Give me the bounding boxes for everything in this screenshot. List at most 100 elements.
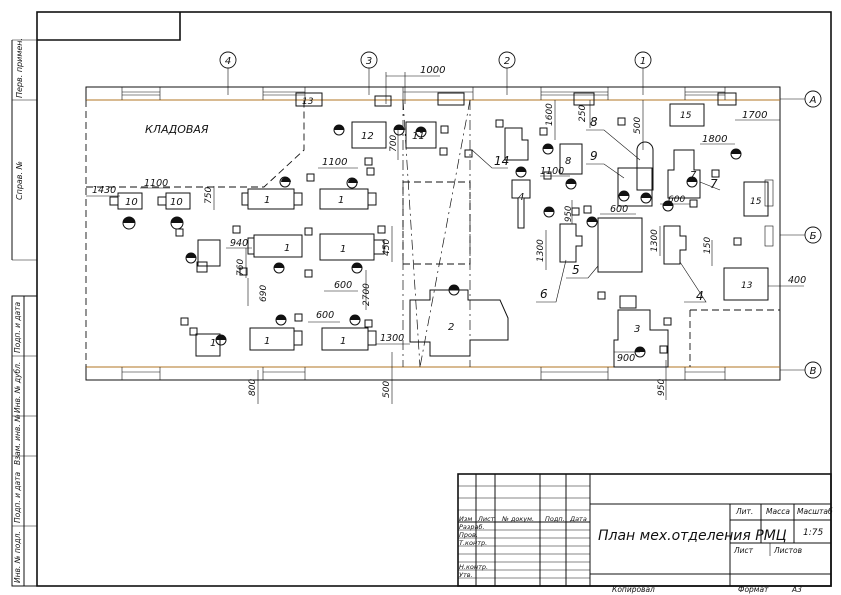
dim-690: 690 bbox=[259, 285, 269, 302]
machine-label-1-e: 1 bbox=[210, 338, 216, 349]
tb-scale-value: 1:75 bbox=[803, 528, 823, 538]
tb-copied: Копировал bbox=[612, 585, 655, 594]
axis-label-v: В bbox=[810, 366, 817, 377]
machine-1-f: 1 bbox=[249, 314, 303, 351]
machine-label-1-f: 1 bbox=[264, 336, 270, 347]
dim-450: 450 bbox=[382, 239, 392, 256]
machine-15-b: 15 bbox=[743, 181, 769, 217]
dim-900: 900 bbox=[617, 353, 635, 364]
dim-1300-c: 1300 bbox=[650, 229, 660, 252]
small-fixture bbox=[196, 261, 208, 273]
axis-bubble-4 bbox=[219, 51, 237, 69]
tb-row-razrab: Разраб. bbox=[459, 523, 485, 531]
machine-label-2: 2 bbox=[448, 322, 454, 333]
machine-2: 2 bbox=[409, 289, 509, 357]
dim-600-c: 600 bbox=[610, 204, 628, 215]
tb-sheets: Листов bbox=[773, 546, 802, 555]
callout-9: 9 bbox=[590, 149, 598, 163]
callouts: 14 8 9 7 6 5 4 bbox=[471, 115, 721, 303]
dim-1600: 1600 bbox=[545, 103, 555, 126]
dim-700: 700 bbox=[389, 135, 399, 152]
equipment-block bbox=[597, 217, 643, 273]
tb-col-date: Дата bbox=[569, 515, 587, 523]
tb-row-prov: Пров. bbox=[459, 531, 478, 539]
machine-label-12: 12 bbox=[361, 131, 374, 142]
tb-row-nkontr: Н.контр. bbox=[459, 563, 488, 571]
dimensions: 1000 1600 250 500 1700 1800 700 1100 110… bbox=[86, 65, 806, 404]
dim-1100-a: 1100 bbox=[322, 157, 347, 168]
machine-13-a: 13 bbox=[295, 92, 323, 107]
dim-1100-c: 1100 bbox=[540, 166, 564, 177]
dim-1430: 1430 bbox=[92, 185, 116, 196]
dim-940: 940 bbox=[230, 238, 248, 249]
callout-4: 4 bbox=[696, 289, 704, 303]
dim-800: 800 bbox=[248, 379, 258, 396]
tb-format-value: А3 bbox=[791, 585, 802, 594]
machine-1-b: 1 bbox=[319, 177, 377, 210]
equipment-press bbox=[504, 127, 529, 161]
axis-label-b: Б bbox=[810, 231, 817, 242]
axis-bubble-3 bbox=[360, 51, 378, 69]
tb-masshtab: Масштаб bbox=[797, 507, 833, 516]
stamp-podp-data-2: Подп. и дата bbox=[13, 472, 22, 523]
dim-950-b: 950 bbox=[657, 379, 667, 396]
machine-label-13-b: 13 bbox=[741, 281, 753, 291]
dim-1700: 1700 bbox=[742, 110, 767, 121]
machine-label-13-a: 13 bbox=[302, 97, 314, 107]
dim-760: 760 bbox=[236, 259, 246, 276]
axis-label-1: 1 bbox=[640, 56, 646, 67]
machine-8: 8 bbox=[559, 143, 583, 175]
machine-label-1-b: 1 bbox=[338, 195, 344, 206]
machine-11: 11 bbox=[405, 121, 437, 149]
stamp-vzam-inv: Взам. инв. № bbox=[13, 414, 22, 465]
storeroom-label: КЛАДОВАЯ bbox=[145, 123, 209, 136]
tb-col-docnum: № докум. bbox=[501, 515, 534, 523]
machine-label-15-a: 15 bbox=[680, 111, 692, 121]
sheet-frame bbox=[11, 11, 832, 587]
stamp-inv-dubl: Инв. № дубл. bbox=[13, 362, 22, 413]
axis-bubble-b bbox=[804, 226, 822, 244]
callout-14: 14 bbox=[494, 154, 509, 168]
dim-1000: 1000 bbox=[420, 65, 445, 76]
tb-massa: Масса bbox=[766, 507, 790, 516]
machine-10-a: 10 bbox=[109, 192, 143, 230]
dim-150: 150 bbox=[703, 237, 713, 254]
tb-format-label: Формат bbox=[738, 585, 769, 594]
tb-col-sign: Подп. bbox=[545, 515, 565, 523]
axis-label-3: 3 bbox=[366, 56, 372, 67]
machine-1-d: 1 bbox=[319, 233, 385, 274]
callout-6: 6 bbox=[540, 287, 548, 301]
dim-2700: 2700 bbox=[362, 283, 372, 306]
stamp-inv-podl: Инв. № подл. bbox=[13, 531, 22, 583]
dim-500-top: 500 bbox=[633, 117, 643, 134]
machine-label-3: 3 bbox=[634, 324, 640, 335]
stamp-perv-primen: Перв. примен. bbox=[15, 38, 24, 98]
tb-lit: Лит. bbox=[735, 507, 753, 516]
machine-label-1-g: 1 bbox=[340, 336, 346, 347]
axis-bubble-1 bbox=[634, 51, 652, 69]
machine-label-1-d: 1 bbox=[340, 244, 346, 255]
machine-10-b: 10 bbox=[157, 192, 191, 237]
title-block: Изм Лист № докум. Подп. Дата Разраб. Про… bbox=[457, 473, 833, 594]
tb-col-izm: Изм bbox=[459, 515, 472, 523]
operator-positions bbox=[185, 125, 742, 358]
machine-label-1-a: 1 bbox=[264, 195, 270, 206]
machine-label-10-b: 10 bbox=[170, 197, 183, 208]
dim-600-a: 600 bbox=[334, 280, 352, 291]
dim-1100-b: 1100 bbox=[144, 178, 168, 189]
equipment-tank bbox=[636, 141, 654, 191]
machine-label-8: 8 bbox=[565, 156, 571, 167]
tool-cabinets bbox=[180, 92, 742, 354]
drawing-title: План мех.отделения РМЦ bbox=[598, 528, 787, 544]
machine-label-4: 4 bbox=[518, 192, 524, 203]
axis-label-2: 2 bbox=[504, 56, 510, 67]
machine-6-body bbox=[559, 223, 583, 263]
tb-row-utv: Утв. bbox=[459, 571, 473, 579]
dim-400: 400 bbox=[788, 275, 806, 286]
axis-bubble-v bbox=[804, 361, 822, 379]
axis-label-4: 4 bbox=[225, 56, 231, 67]
machine-3: 3 bbox=[613, 295, 669, 368]
machine-label-10-a: 10 bbox=[125, 197, 138, 208]
dim-1300-a: 1300 bbox=[380, 333, 404, 344]
